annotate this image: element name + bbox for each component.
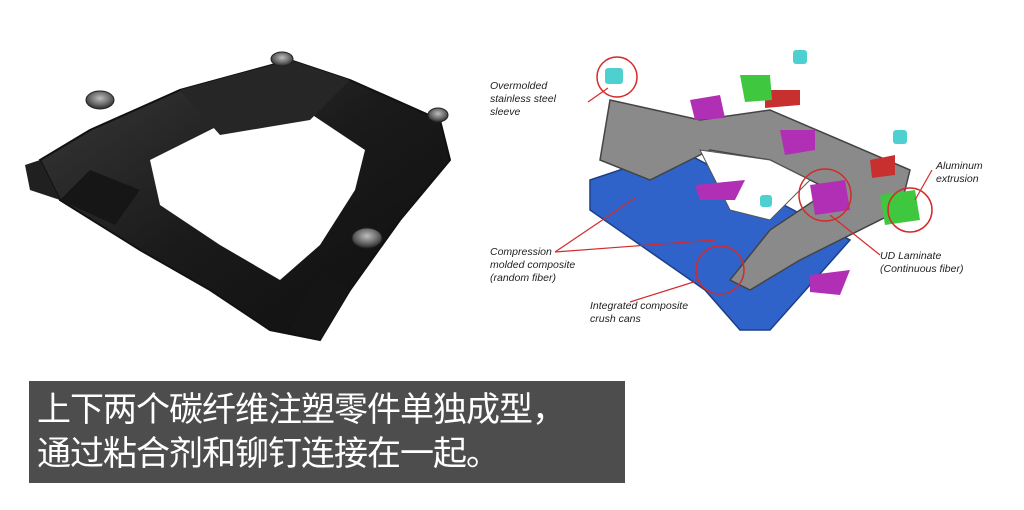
subframe-photo	[20, 40, 480, 360]
caption-line-1: 上下两个碳纤维注塑零件单独成型，	[37, 390, 566, 430]
black-subframe-image	[25, 51, 452, 342]
callout-overmolded-sleeve: Overmolded stainless steel sleeve	[490, 80, 556, 118]
exploded-diagram: Overmolded stainless steel sleeve Alumin…	[470, 30, 1000, 360]
callout-compression-molded: Compression molded composite (random fib…	[490, 246, 576, 284]
caption-line-2: 通过粘合剂和铆钉连接在一起。	[37, 434, 500, 474]
callout-aluminum-extrusion: Aluminum extrusion	[936, 160, 983, 185]
caption-box: 上下两个碳纤维注塑零件单独成型， 通过粘合剂和铆钉连接在一起。	[29, 381, 625, 483]
callout-ud-laminate: UD Laminate (Continuous fiber)	[880, 250, 964, 275]
subframe-diagram-image	[554, 50, 933, 331]
callout-crush-cans: Integrated composite crush cans	[590, 300, 689, 325]
